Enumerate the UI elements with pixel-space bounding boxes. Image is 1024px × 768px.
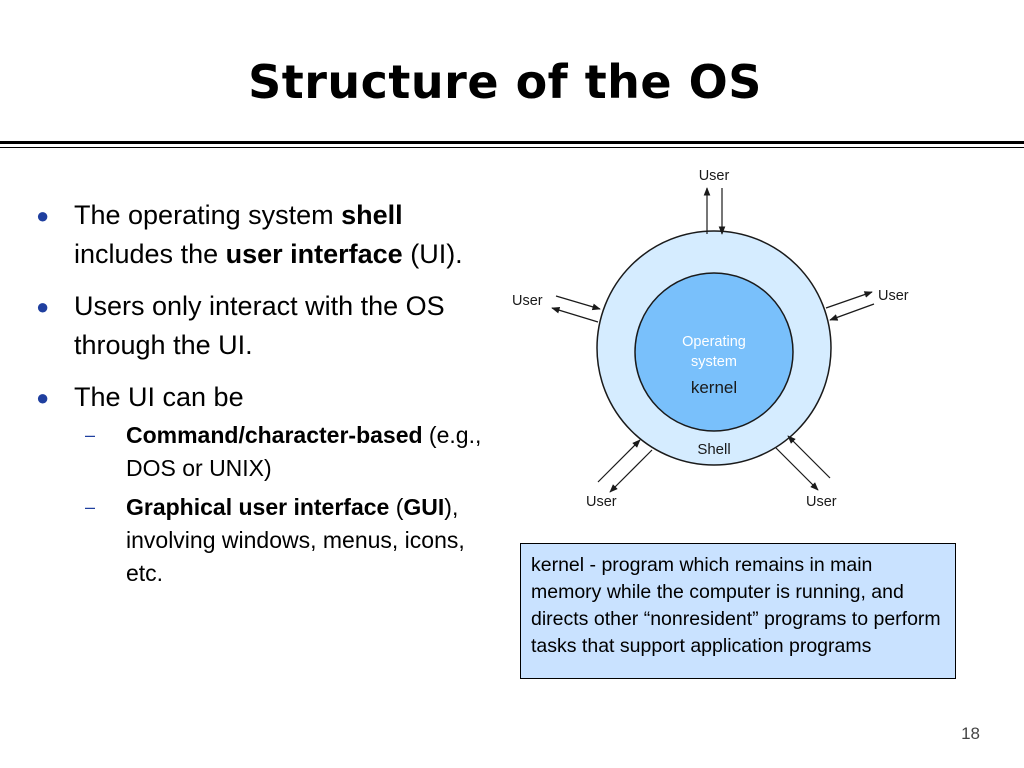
user-label-top: User — [699, 168, 730, 184]
bullet-item: ● Users only interact with the OS throug… — [36, 287, 506, 365]
shell-label: Shell — [697, 441, 730, 458]
kernel-definition-note: kernel - program which remains in main m… — [520, 543, 956, 679]
bullet-text: Users only interact with the OS through … — [74, 291, 445, 360]
bullet-item: ● The operating system shell includes th… — [36, 196, 506, 274]
bullet-list: ● The operating system shell includes th… — [36, 196, 506, 598]
bullet-marker: ● — [36, 294, 50, 319]
arrow-right-out — [825, 291, 873, 309]
sub-bullet-marker: – — [85, 425, 96, 445]
slide-title: Structure of the OS — [248, 55, 762, 109]
user-label-right: User — [878, 288, 909, 304]
kernel-circle — [634, 272, 794, 432]
slide-number: 18 — [961, 724, 980, 743]
kernel-label-line1: Operating — [682, 334, 746, 350]
arrow-bottom-right-out — [775, 447, 819, 491]
sub-bullet-item: – Graphical user interface (GUI), involv… — [36, 491, 506, 590]
bullet-item: ● The UI can be — [36, 378, 506, 417]
title-divider-thin — [0, 147, 1024, 148]
arrow-right-in — [829, 303, 875, 321]
user-label-bottom-right: User — [806, 494, 837, 510]
user-label-bottom-left: User — [586, 494, 617, 510]
bullet-text: The UI can be — [74, 382, 244, 412]
kernel-label-line2: system — [691, 354, 737, 370]
arrow-bottom-left-out — [609, 449, 653, 493]
os-structure-diagram: Operating system kernel Shell User User … — [512, 168, 909, 510]
arrow-bottom-left-in — [597, 439, 641, 483]
sub-bullet-text: Graphical user interface (GUI), involvin… — [126, 494, 465, 586]
bullet-marker: ● — [36, 385, 50, 410]
sub-bullet-item: – Command/character-based (e.g., DOS or … — [36, 419, 506, 485]
bullet-text: The operating system shell includes the … — [74, 200, 463, 269]
arrow-left-out — [551, 306, 599, 323]
user-label-left: User — [512, 293, 543, 309]
bullet-marker: ● — [36, 203, 50, 228]
sub-bullet-text: Command/character-based (e.g., DOS or UN… — [126, 422, 482, 481]
kernel-label-line3: kernel — [691, 378, 737, 397]
title-divider-thick — [0, 141, 1024, 144]
arrow-left-in — [555, 295, 601, 311]
arrow-bottom-right-in — [787, 435, 831, 479]
sub-bullet-marker: – — [85, 497, 96, 517]
